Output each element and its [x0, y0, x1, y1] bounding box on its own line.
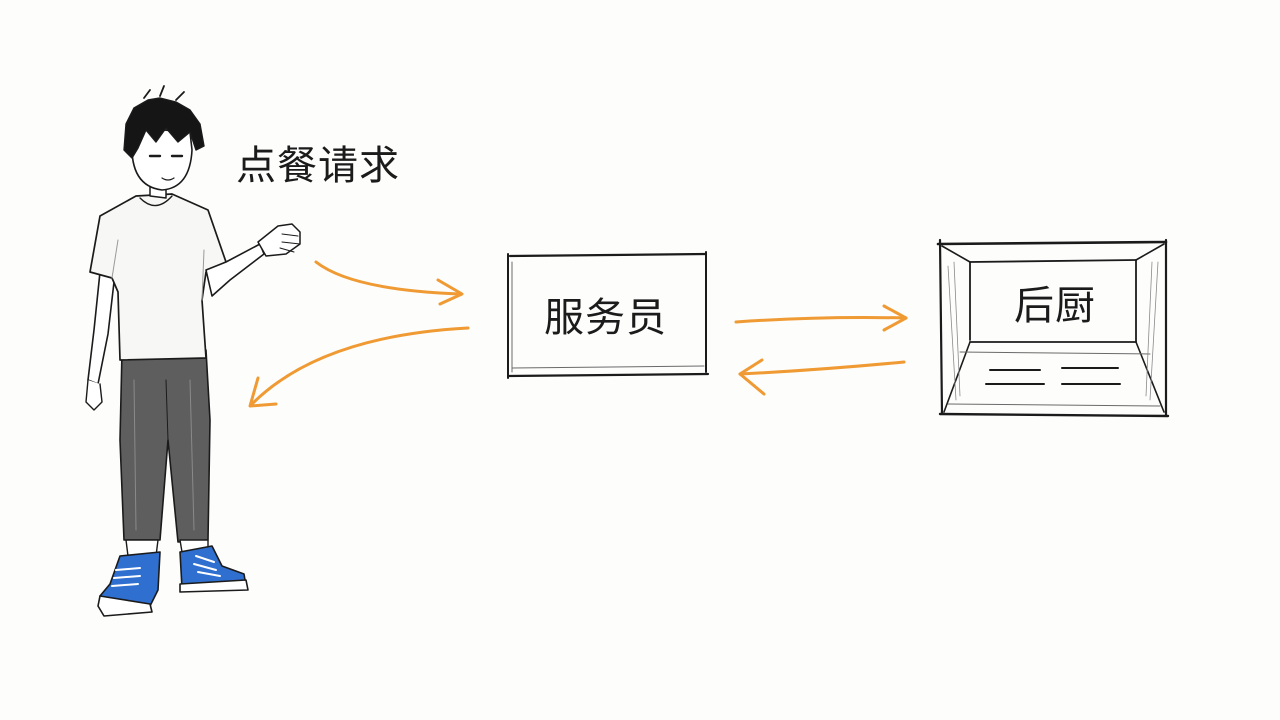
- waiter-box: [506, 251, 710, 379]
- right-shoe: [179, 545, 249, 593]
- order-request-label: 点餐请求: [236, 143, 400, 189]
- customer-shirt: [89, 193, 227, 361]
- arrow-waiter-to-kitchen: [734, 304, 908, 332]
- customer-right-arm: [205, 223, 301, 297]
- waiter-label: 服务员: [544, 295, 667, 341]
- customer-head: [123, 85, 205, 191]
- kitchen-order-lines: [985, 367, 1121, 385]
- arrow-kitchen-to-waiter: [738, 358, 906, 396]
- customer-figure: [85, 85, 301, 617]
- arrow-customer-to-waiter: [314, 260, 464, 306]
- arrow-waiter-to-customer: [248, 326, 470, 408]
- customer-pants: [119, 349, 211, 543]
- left-shoe: [97, 551, 161, 617]
- customer-left-arm: [85, 271, 115, 411]
- kitchen-window: [936, 238, 1170, 418]
- kitchen-label: 后厨: [1014, 283, 1096, 329]
